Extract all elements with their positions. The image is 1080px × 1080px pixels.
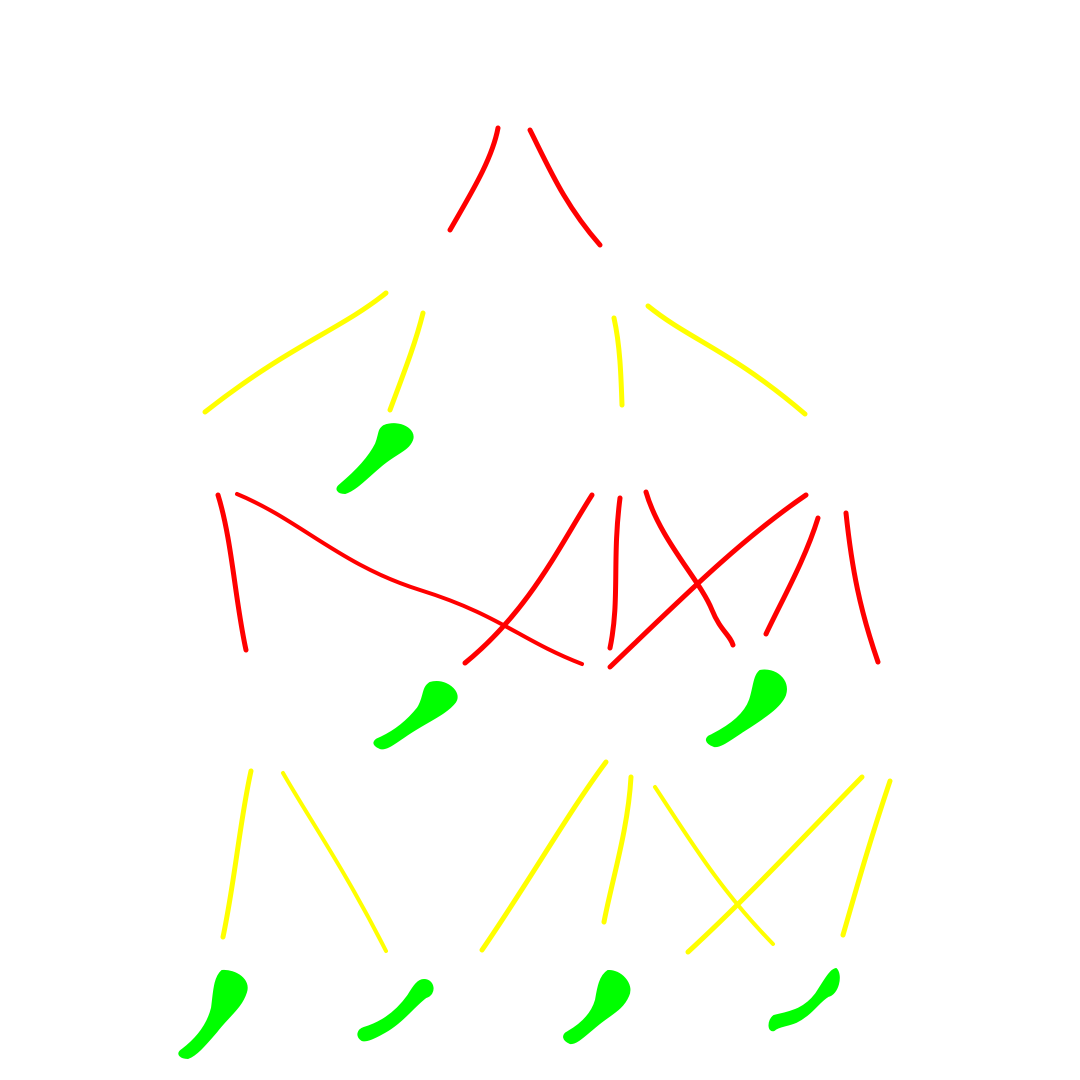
- leaf-mark-6: [563, 969, 631, 1045]
- top-edge-right: [527, 127, 603, 248]
- leaf-mark-2: [373, 680, 458, 750]
- leaf-mark-5: [357, 979, 434, 1042]
- leaf-marks: [178, 423, 840, 1059]
- third-edge-4: [607, 495, 623, 651]
- third-edge-2: [235, 492, 584, 666]
- bottom-edge-1: [220, 768, 254, 940]
- second-edge-3: [611, 315, 625, 408]
- second-edge-2: [387, 310, 426, 413]
- bottom-edge-3: [479, 759, 609, 953]
- third-edge-1: [215, 492, 249, 653]
- third-edge-5: [643, 489, 736, 648]
- leaf-mark-3: [706, 669, 787, 748]
- third-edge-8: [843, 510, 881, 665]
- leaf-mark-1: [336, 423, 414, 494]
- second-edge-4: [645, 303, 808, 417]
- third-edge-7: [763, 515, 821, 637]
- third-edge-6: [607, 492, 809, 670]
- third-edge-3: [462, 492, 595, 666]
- top-edge-left: [447, 125, 501, 233]
- bottom-edge-2: [281, 771, 388, 953]
- bottom-edge-7: [840, 778, 893, 938]
- second-edge-1: [202, 290, 389, 415]
- bottom-edge-4: [601, 774, 634, 925]
- top-edges: [447, 125, 603, 248]
- bottom-edge-6: [685, 774, 865, 955]
- leaf-mark-4: [178, 969, 248, 1059]
- third-edges: [215, 489, 881, 670]
- second-edges: [202, 290, 808, 417]
- bottom-edge-5: [653, 785, 775, 946]
- leaf-mark-7: [768, 968, 840, 1032]
- bottom-edges: [220, 759, 893, 955]
